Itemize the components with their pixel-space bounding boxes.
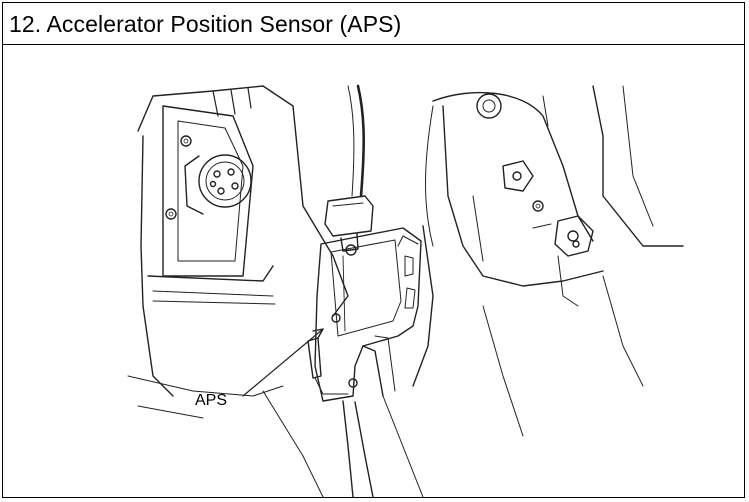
round-connector	[165, 135, 252, 220]
sensor-connector-plug	[324, 195, 374, 252]
aps-illustration: APS	[3, 46, 744, 497]
aps-sensor-body	[307, 227, 422, 402]
wire-harness	[347, 84, 365, 198]
callout-arrow	[242, 328, 324, 397]
aps-callout-label: APS	[195, 392, 228, 409]
pedal-arm	[262, 335, 424, 497]
section-title: 12. Accelerator Position Sensor (APS)	[9, 11, 402, 37]
aps-line-drawing	[127, 84, 684, 497]
title-row: 12. Accelerator Position Sensor (APS)	[3, 3, 744, 45]
left-console-panel	[127, 85, 349, 419]
right-bracket-structure	[412, 85, 684, 437]
